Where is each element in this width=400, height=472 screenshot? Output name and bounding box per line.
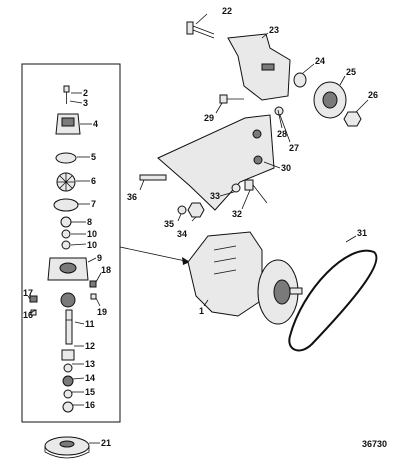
callout-4: 4 xyxy=(93,119,98,129)
wear-plate-part xyxy=(53,198,79,212)
snap-ring-part xyxy=(63,389,73,399)
callout-31: 31 xyxy=(357,228,367,238)
callout-29: 29 xyxy=(204,113,214,123)
seal-part-10b xyxy=(61,240,71,250)
callout-32: 32 xyxy=(232,209,242,219)
pump-body-part xyxy=(47,257,89,281)
inset-pointer-arrow xyxy=(182,257,190,265)
callout-27: 27 xyxy=(289,143,299,153)
bearing-part-14 xyxy=(62,375,74,387)
bolt-part-22 xyxy=(186,21,215,39)
reference-number: 36730 xyxy=(362,439,387,449)
bolt-part-32 xyxy=(244,179,268,204)
callout-3: 3 xyxy=(83,98,88,108)
callout-8: 8 xyxy=(87,217,92,227)
callout-28: 28 xyxy=(277,129,287,139)
callout-36: 36 xyxy=(127,192,137,202)
callout-34: 34 xyxy=(177,229,187,239)
inset-pointer-line xyxy=(119,246,191,263)
idler-pulley-part-25 xyxy=(313,81,347,119)
callout-10b: 10 xyxy=(87,240,97,250)
callout-22: 22 xyxy=(222,6,232,16)
callout-26: 26 xyxy=(368,90,378,100)
seal-part-16 xyxy=(62,401,74,413)
washer-part-33 xyxy=(231,183,241,193)
bracket-part-23 xyxy=(227,33,291,101)
callout-12: 12 xyxy=(85,341,95,351)
leader-lines xyxy=(27,13,369,444)
screw-part xyxy=(63,85,70,104)
callout-14: 14 xyxy=(85,373,95,383)
plug-part-20 xyxy=(90,293,97,300)
stud-part-36 xyxy=(139,174,167,181)
inset-frame xyxy=(21,63,121,423)
pulley-part-21 xyxy=(44,436,90,459)
bushing-part-24 xyxy=(293,72,307,88)
callout-6: 6 xyxy=(91,176,96,186)
callout-19: 18 xyxy=(101,265,111,275)
callout-11: 11 xyxy=(85,319,95,329)
seal-part-8 xyxy=(60,216,72,228)
washer-part-35 xyxy=(177,205,187,215)
tension-bracket-part-30 xyxy=(157,114,275,211)
spacer-part xyxy=(61,349,75,361)
callout-21: 21 xyxy=(101,438,111,448)
callout-7: 7 xyxy=(91,199,96,209)
callout-9: 9 xyxy=(97,253,102,263)
callout-17: 16 xyxy=(23,310,33,320)
callout-18: 17 xyxy=(23,288,33,298)
washer-part-13 xyxy=(63,363,73,373)
callout-23: 23 xyxy=(269,25,279,35)
nut-part-26 xyxy=(343,111,362,127)
callout-10a: 10 xyxy=(87,229,97,239)
callout-15: 15 xyxy=(85,387,95,397)
o-ring-part xyxy=(55,152,77,164)
pump-cover-part xyxy=(55,113,81,135)
callout-24: 24 xyxy=(315,56,325,66)
callout-33: 33 xyxy=(210,191,220,201)
callout-25: 25 xyxy=(346,67,356,77)
bolt-part-29 xyxy=(219,94,244,104)
callout-13: 13 xyxy=(85,359,95,369)
callout-30: 30 xyxy=(281,163,291,173)
plug-part-19 xyxy=(89,280,97,288)
impeller-part xyxy=(56,172,76,192)
callout-1: 1 xyxy=(199,306,204,316)
callout-20: 19 xyxy=(97,307,107,317)
callout-5: 5 xyxy=(91,152,96,162)
callout-2: 2 xyxy=(83,88,88,98)
shaft-part xyxy=(65,309,73,345)
water-pump-part-1 xyxy=(187,231,303,325)
nut-part-34 xyxy=(187,202,205,218)
seal-part-10a xyxy=(61,229,71,239)
bearing-part xyxy=(60,292,76,308)
drive-belt-part-31 xyxy=(288,249,378,352)
callout-35: 35 xyxy=(164,219,174,229)
callout-16: 16 xyxy=(85,400,95,410)
